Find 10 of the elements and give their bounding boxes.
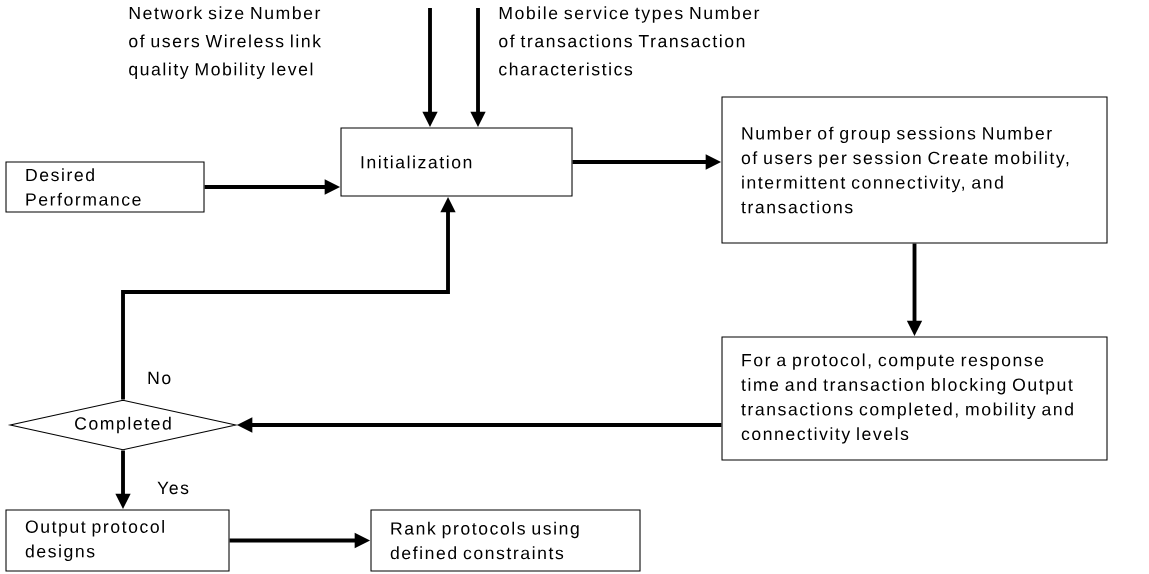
process-box: Desired Performance [5, 161, 205, 213]
input-list: Network size Number of users Wireless link quality Mobility level [129, 6, 321, 79]
process-box: Rank protocols using defined constraints [370, 509, 641, 572]
input-list: Mobile service types Number of transactions Transaction characteristics [499, 6, 760, 76]
process-box: Number of group sessions Number of users per session Create mobility, intermittent connectivity, and transactions [721, 96, 1108, 244]
process-box: Output protocol designs [5, 509, 230, 572]
edge-label: No [145, 370, 173, 386]
edge-label: Yes [155, 480, 191, 496]
process-box: For a protocol, compute response time and transaction blocking Output transactions completed, mobility and connectivity levels [721, 336, 1108, 461]
process-box: Initialization [340, 127, 573, 197]
